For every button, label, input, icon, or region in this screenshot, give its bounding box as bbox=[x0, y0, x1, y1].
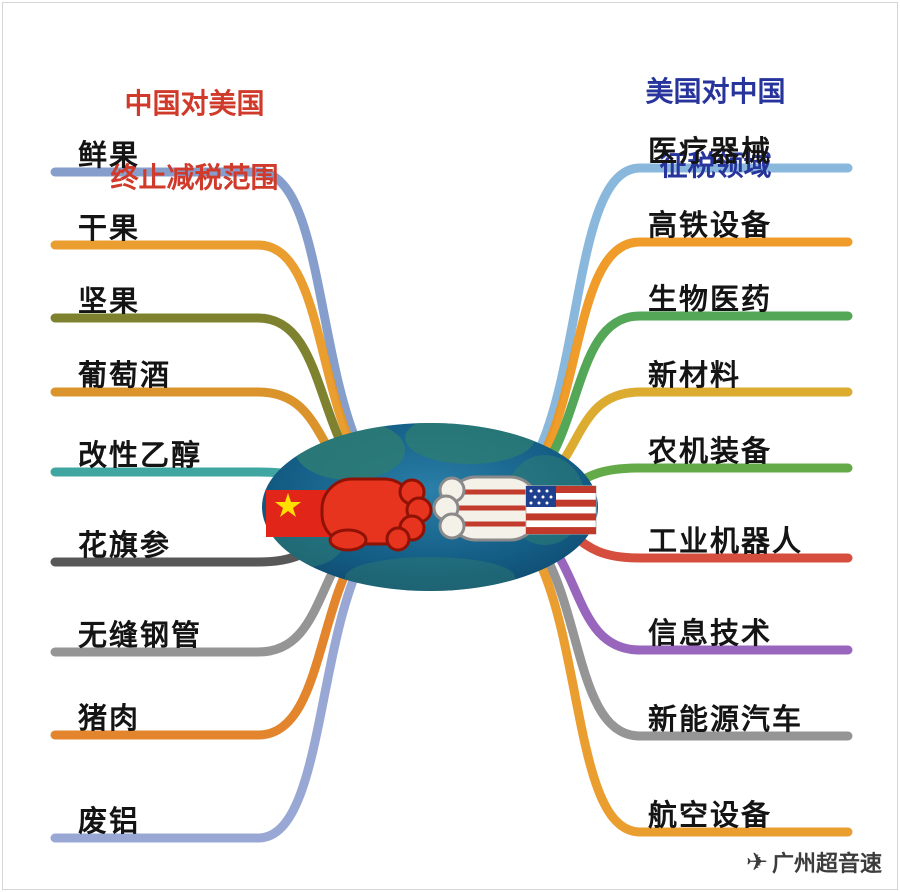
right-node-label-2: 生物医药 bbox=[648, 282, 773, 316]
watermark-text: 广州超音速 bbox=[771, 852, 882, 877]
left-title-line2: 终止减税范围 bbox=[110, 161, 279, 194]
us-flag-icon bbox=[525, 485, 597, 535]
left-title-line1: 中国对美国 bbox=[124, 87, 265, 120]
right-title: 美国对中国 征税领域 bbox=[588, 36, 843, 184]
paper-plane-icon: ✈ bbox=[745, 848, 768, 876]
watermark: ✈ 广州超音速 bbox=[745, 846, 882, 878]
left-node-label-5: 花旗参 bbox=[78, 528, 172, 562]
left-node-label-2: 坚果 bbox=[78, 284, 141, 318]
right-node-label-1: 高铁设备 bbox=[648, 208, 773, 242]
left-node-label-3: 葡萄酒 bbox=[78, 358, 172, 392]
left-node-label-0: 鲜果 bbox=[78, 138, 141, 172]
right-node-label-8: 航空设备 bbox=[648, 798, 773, 832]
china-fist-icon bbox=[320, 477, 433, 552]
left-node-label-1: 干果 bbox=[78, 211, 141, 245]
us-fist-icon bbox=[432, 475, 540, 542]
left-node-label-7: 猪肉 bbox=[78, 701, 141, 735]
right-title-line1: 美国对中国 bbox=[645, 75, 786, 108]
right-node-label-0: 医疗器械 bbox=[648, 134, 773, 168]
right-node-label-7: 新能源汽车 bbox=[648, 702, 804, 736]
right-title-line2: 征税领域 bbox=[659, 149, 772, 182]
right-node-label-5: 工业机器人 bbox=[648, 524, 804, 558]
left-node-label-6: 无缝钢管 bbox=[78, 618, 203, 652]
right-node-label-3: 新材料 bbox=[648, 358, 742, 392]
center-graphic bbox=[262, 423, 598, 591]
left-title: 中国对美国 终止减税范围 bbox=[52, 48, 337, 196]
right-node-label-6: 信息技术 bbox=[648, 616, 773, 650]
left-node-label-4: 改性乙醇 bbox=[78, 438, 203, 472]
left-node-label-8: 废铝 bbox=[78, 804, 141, 838]
right-node-label-4: 农机装备 bbox=[648, 434, 773, 468]
